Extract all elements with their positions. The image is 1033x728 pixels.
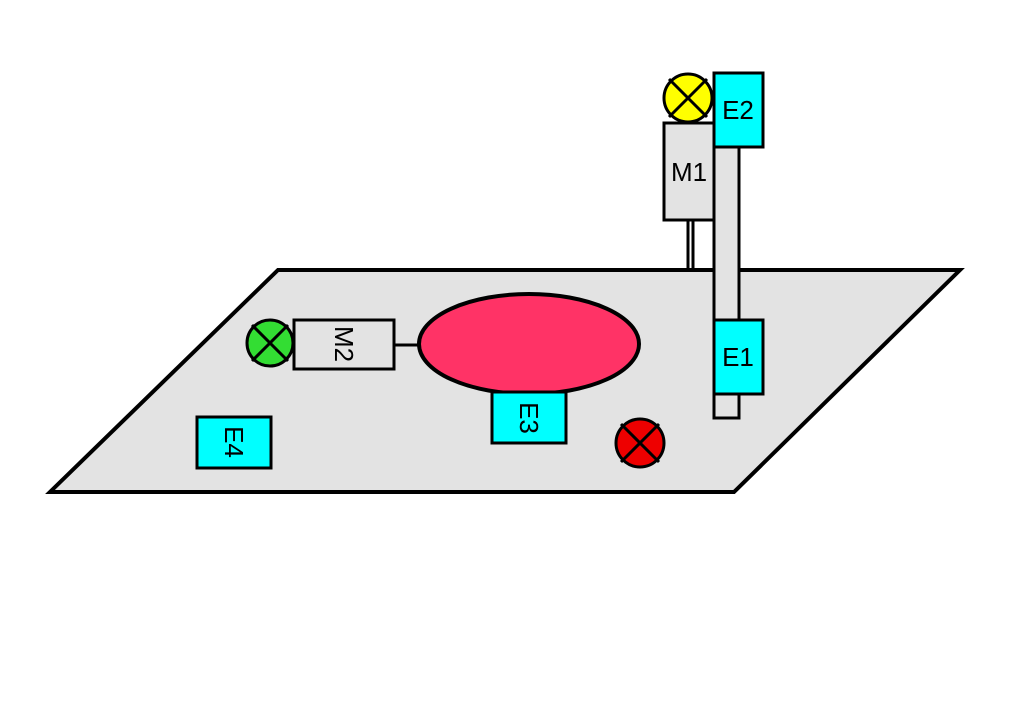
lamp-yellow-icon — [662, 72, 714, 124]
motor-m1-label: M1 — [671, 157, 707, 187]
motor-m2-label: M2 — [329, 326, 359, 362]
sensor-e4-body — [195, 415, 273, 470]
motor-m1: M1 — [662, 121, 716, 222]
sensor-e1-label: E1 — [722, 342, 754, 372]
sensor-e1: E1 — [712, 318, 765, 396]
sensor-e3: E3 — [490, 390, 568, 445]
sensor-e2-body — [712, 71, 765, 149]
sensor-e1-body — [712, 318, 765, 396]
lamp-green-icon — [245, 318, 295, 368]
rotary-table — [417, 292, 641, 396]
motor-m1-body — [662, 121, 716, 222]
sensor-e3-label: E3 — [514, 402, 544, 434]
motor-m2-body — [292, 318, 396, 371]
sensor-e4: E4 — [195, 415, 273, 470]
sensor-e2: E2 — [712, 71, 765, 149]
sensor-e4-label: E4 — [219, 426, 249, 458]
sensor-e2-label: E2 — [722, 95, 754, 125]
lamp-red-icon — [614, 417, 666, 469]
motor-m2: M2 — [292, 318, 396, 371]
sensor-e3-body — [490, 390, 568, 445]
